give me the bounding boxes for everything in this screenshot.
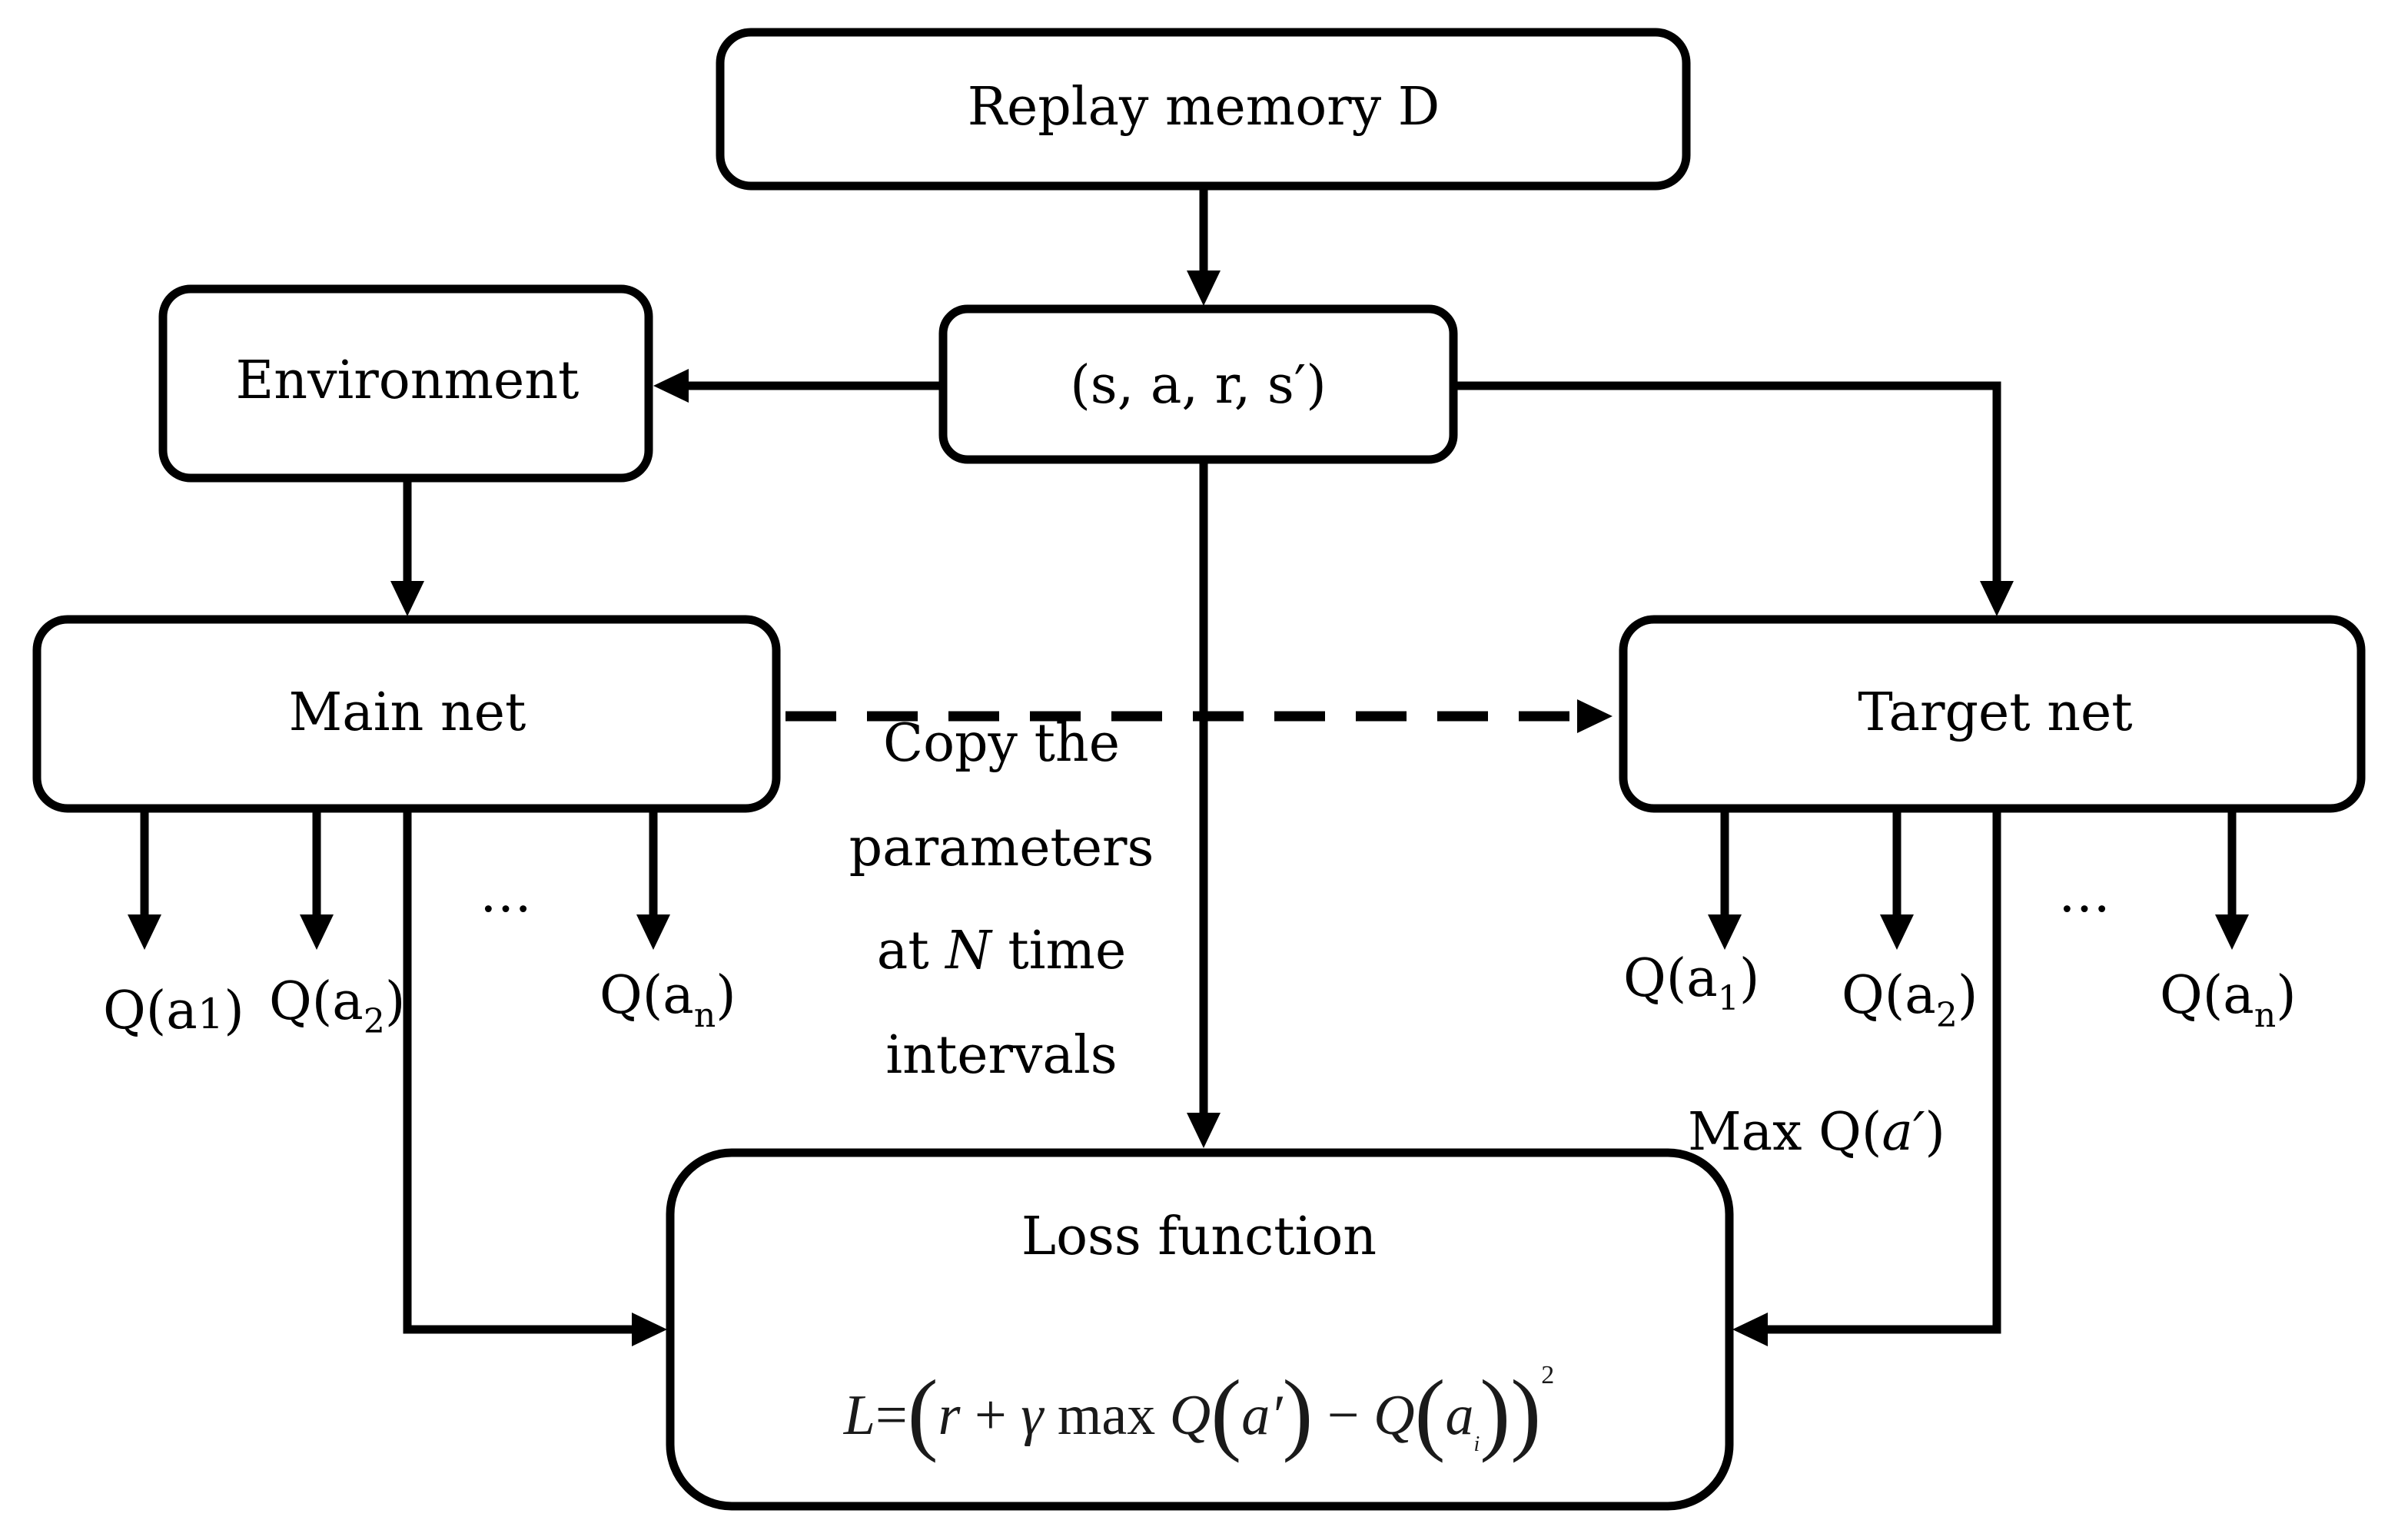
eq-a-i: a xyxy=(1446,1384,1474,1447)
replay-memory-label: Replay memory D xyxy=(968,77,1440,138)
loss-function-box xyxy=(666,1148,1734,1511)
eq-Q2: Q xyxy=(1373,1384,1414,1447)
eq-lparen-outer: ( xyxy=(908,1361,938,1463)
loss-equation: L=(r + γ max Q(a′) − Q(ai))2 xyxy=(843,1361,1554,1463)
main-q-a1-sub: 1 xyxy=(198,990,224,1038)
eq-minus: − xyxy=(1313,1384,1373,1447)
main-q-a1-close: ) xyxy=(224,981,244,1041)
max-q-var: a′ xyxy=(1882,1102,1925,1163)
loss-function-label: Loss function xyxy=(1021,1206,1377,1267)
main-q-a2-close: ) xyxy=(385,971,406,1032)
arrow-target-net-to-loss xyxy=(1732,808,2001,1346)
main-q-a2-label: Q(a2) xyxy=(269,971,405,1041)
max-q-post: ) xyxy=(1925,1102,1945,1163)
copy-note-line-4: intervals xyxy=(885,1025,1117,1086)
eq-gamma: γ xyxy=(1021,1384,1045,1447)
main-q-a2-sub: 2 xyxy=(364,1002,385,1041)
copy-note-line-3: at N time xyxy=(877,921,1126,981)
arrow-transition-to-target-net xyxy=(1453,381,2014,616)
target-q-a2-close: ) xyxy=(1958,965,1978,1026)
copy-note-line-2: parameters xyxy=(849,818,1154,878)
eq-equals: = xyxy=(875,1384,908,1447)
eq-lparen-1: ( xyxy=(1211,1361,1241,1463)
eq-max: max xyxy=(1043,1384,1169,1447)
main-q-a1-q: Q(a xyxy=(103,981,198,1041)
main-q-an-label: Q(an) xyxy=(600,965,736,1035)
target-q-an-sub: n xyxy=(2254,996,2276,1035)
transition-label: (s, a, r, s′) xyxy=(1070,355,1327,416)
target-q-a2-sub: 2 xyxy=(1936,996,1958,1035)
target-q-an-label: Q(an) xyxy=(2160,965,2297,1035)
eq-square: 2 xyxy=(1541,1361,1554,1389)
eq-rparen-2: ) xyxy=(1480,1361,1510,1463)
copy-note-at: at xyxy=(877,921,945,981)
eq-rparen-outer: ) xyxy=(1510,1361,1541,1463)
main-q-an-close: ) xyxy=(716,965,736,1026)
arrow-main-net-to-loss xyxy=(403,808,667,1346)
target-q-an-close: ) xyxy=(2276,965,2297,1026)
copy-note-time: time xyxy=(991,921,1126,981)
main-ellipsis: … xyxy=(480,864,532,924)
target-q-a2-q: Q(a xyxy=(1842,965,1936,1026)
main-q-an-sub: n xyxy=(694,996,716,1035)
target-q-a1-sub: 1 xyxy=(1718,979,1739,1018)
main-q-an-q: Q(a xyxy=(600,965,694,1026)
max-q-label: Max Q(a′) xyxy=(1688,1102,1945,1163)
copy-note-n: N xyxy=(944,921,993,981)
eq-plus: + xyxy=(960,1384,1021,1447)
eq-lparen-2: ( xyxy=(1415,1361,1446,1463)
target-q-a1-label: Q(a1) xyxy=(1623,948,1759,1018)
target-ellipsis: … xyxy=(2058,864,2111,924)
target-q-a2-label: Q(a2) xyxy=(1842,965,1978,1035)
main-q-a1-label: Q(a1) xyxy=(103,981,244,1041)
eq-Q1: Q xyxy=(1170,1384,1211,1447)
target-q-a1-close: ) xyxy=(1739,948,1760,1009)
eq-L: L xyxy=(843,1384,875,1447)
target-q-an-q: Q(a xyxy=(2160,965,2254,1026)
eq-rparen-1: ) xyxy=(1282,1361,1313,1463)
eq-sub-i: i xyxy=(1474,1432,1480,1456)
max-q-pre: Max Q( xyxy=(1688,1102,1882,1163)
eq-r: r xyxy=(938,1384,962,1447)
copy-note-line-1: Copy the xyxy=(883,713,1120,774)
environment-label: Environment xyxy=(236,350,580,411)
target-q-a1-q: Q(a xyxy=(1623,948,1718,1009)
eq-a-prime: a′ xyxy=(1241,1384,1284,1447)
main-q-a2-q: Q(a xyxy=(269,971,364,1032)
main-net-label: Main net xyxy=(289,682,526,743)
target-net-label: Target net xyxy=(1858,682,2132,743)
target-net-box xyxy=(1619,615,2366,813)
